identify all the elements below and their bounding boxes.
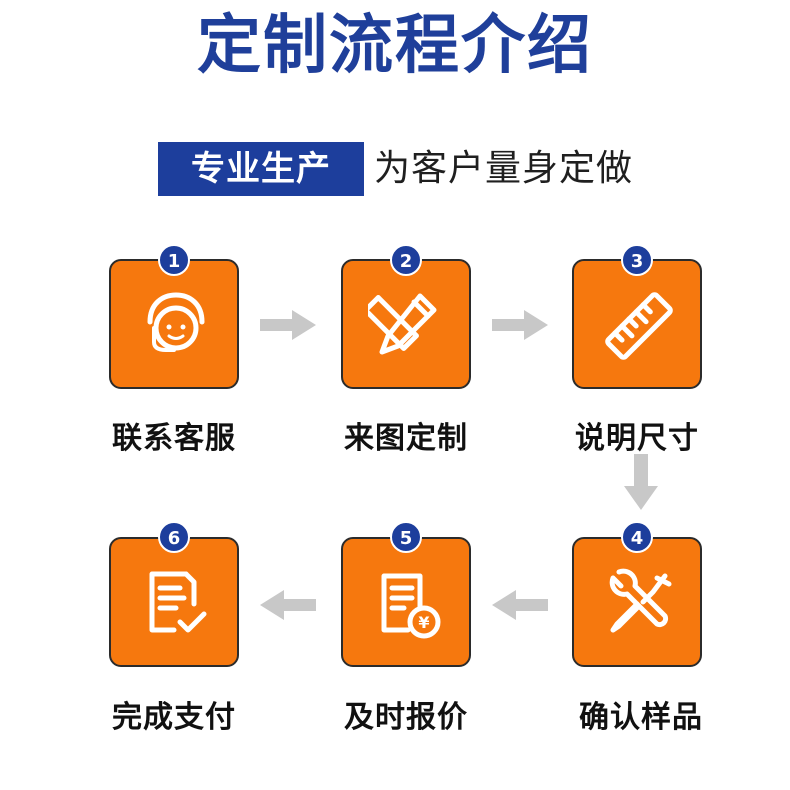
step-card-5: ¥ [341, 537, 471, 667]
step-label-4: 确认样品 [579, 700, 703, 735]
arrow-right-icon [260, 310, 316, 340]
step-number-4: 4 [621, 521, 653, 553]
svg-text:¥: ¥ [418, 613, 429, 632]
subtitle-text: 为客户量身定做 [374, 148, 634, 189]
arrow-down-icon [624, 454, 658, 510]
ruler-icon [605, 292, 673, 360]
wrench-screwdriver-icon [609, 568, 672, 633]
step-card-1 [109, 259, 239, 389]
step-card-4 [572, 537, 702, 667]
step-number-3: 3 [621, 244, 653, 276]
step-card-3 [572, 259, 702, 389]
step-label-5: 及时报价 [344, 700, 468, 735]
arrow-left-icon [492, 590, 548, 620]
step-card-2 [341, 259, 471, 389]
arrow-right-icon [492, 310, 548, 340]
step-number-6: 6 [158, 521, 190, 553]
payment-document-icon [149, 571, 207, 633]
arrow-left-icon [260, 590, 316, 620]
step-label-2: 来图定制 [344, 421, 468, 456]
step-label-6: 完成支付 [112, 700, 236, 735]
page-title: 定制流程介绍 [197, 9, 593, 83]
subtitle-badge: 专业生产 [158, 142, 364, 196]
step-label-3: 说明尺寸 [575, 421, 699, 456]
step-number-1: 1 [158, 244, 190, 276]
step-card-6 [109, 537, 239, 667]
quote-document-icon: ¥ [381, 573, 441, 639]
design-tools-icon [368, 293, 437, 355]
step-number-5: 5 [390, 521, 422, 553]
step-number-2: 2 [390, 244, 422, 276]
customer-service-icon [147, 292, 205, 352]
step-label-1: 联系客服 [112, 421, 236, 456]
